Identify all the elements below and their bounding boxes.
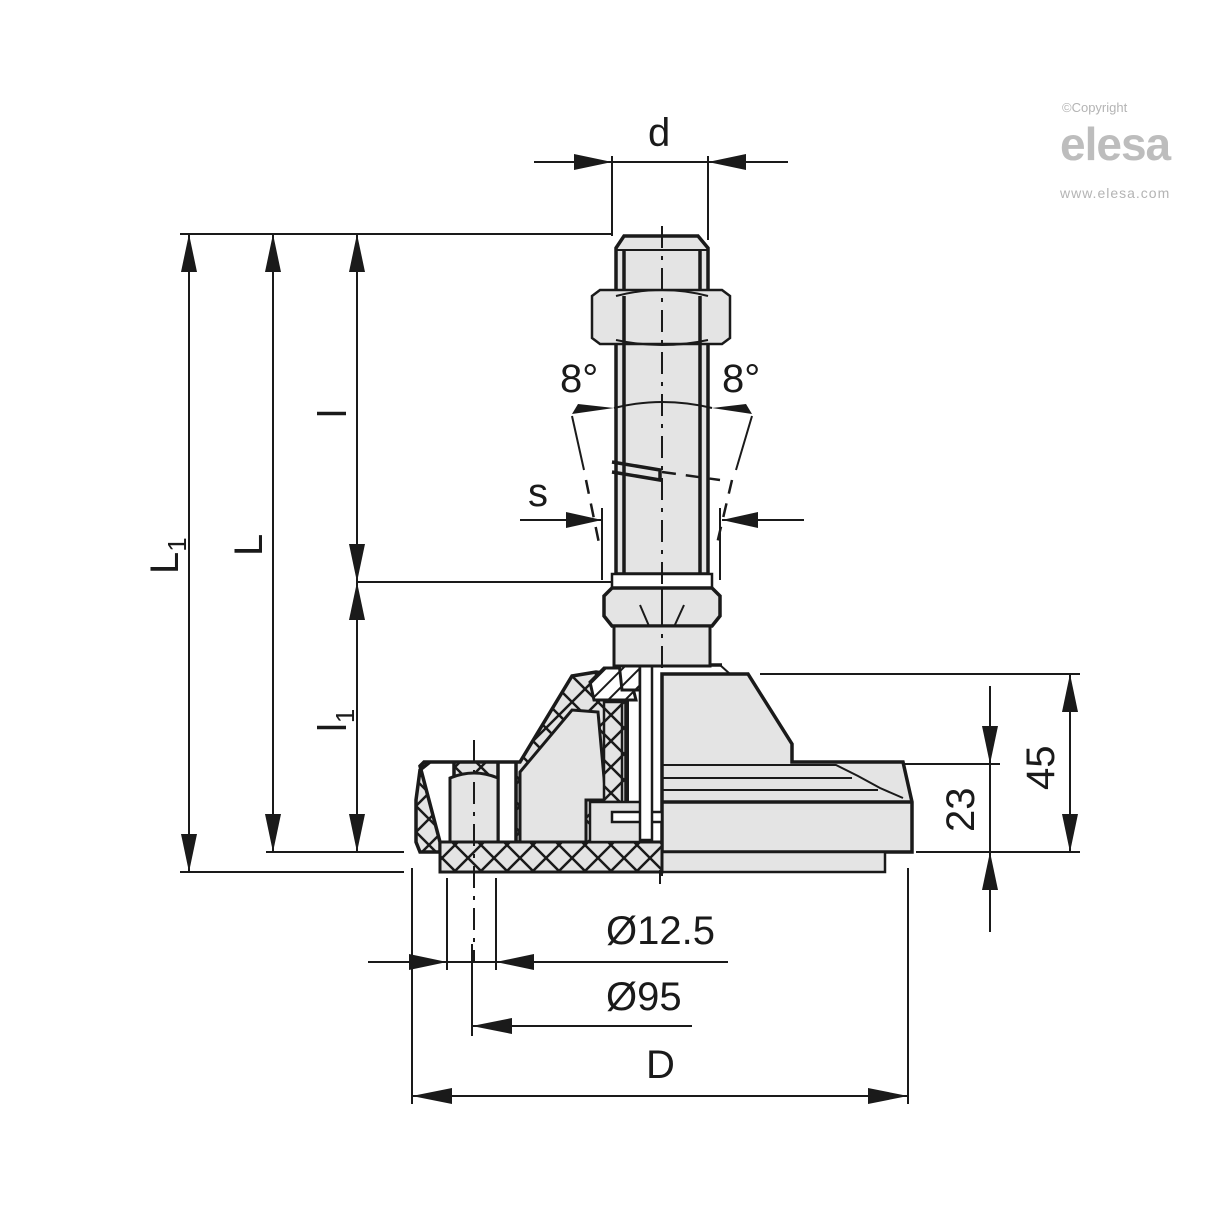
overall-base-height-label: 45 (1019, 746, 1063, 791)
vertical-dimensions: L1 L l l1 (143, 233, 612, 873)
copyright-text: ©Copyright (1062, 100, 1128, 115)
thread-diameter-label: d (648, 111, 670, 155)
tilt-angle-left-label: 8° (560, 357, 598, 401)
tilt-angle-indicator: 8° 8° (560, 357, 760, 549)
base-body-right (660, 663, 914, 874)
wrench-size-label: s (528, 471, 548, 515)
horizontal-dimensions: Ø12.5 Ø95 D (368, 868, 909, 1104)
dimension-d: d (534, 111, 788, 240)
base-section-left (414, 634, 664, 874)
dimension-s: s (520, 471, 804, 580)
base-height-dimensions: 45 23 (760, 673, 1080, 932)
hole-diameter-label: Ø12.5 (606, 909, 715, 953)
hole-pitch-diameter-label: Ø95 (606, 975, 682, 1019)
thread-length-label: l (311, 409, 355, 418)
base-diameter-label: D (646, 1043, 675, 1087)
total-length-1-label: L1 (143, 537, 192, 574)
brand-logo: elesa (1060, 118, 1172, 170)
tilt-angle-right-label: 8° (722, 357, 760, 401)
elesa-watermark: ©Copyright elesa www.elesa.com (1059, 100, 1173, 201)
thread-length-1-label: l1 (311, 709, 360, 732)
base-height-label: 23 (939, 788, 983, 833)
brand-url: www.elesa.com (1059, 185, 1170, 201)
total-length-label: L (227, 534, 271, 556)
